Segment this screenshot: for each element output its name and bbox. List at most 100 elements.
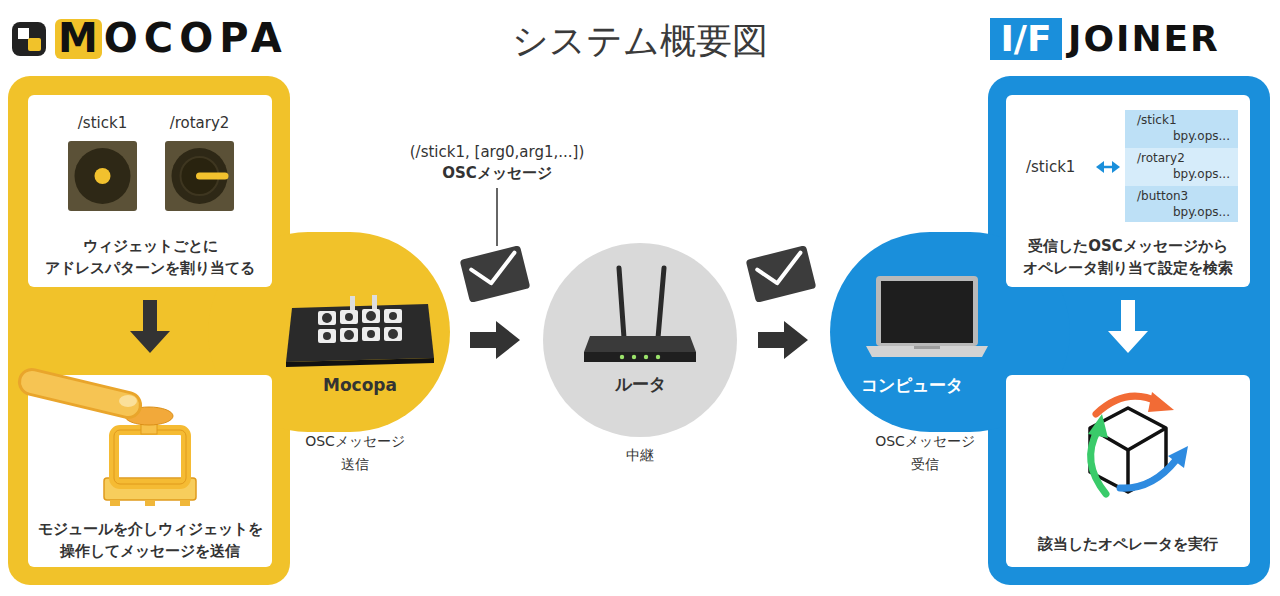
- finger-module-illustration-part: [114, 430, 186, 484]
- finger-module-illustration: [32, 382, 196, 506]
- lookup-double-arrow-part: [1112, 161, 1120, 173]
- mocopa-device-part: [340, 310, 358, 324]
- osc-envelope-part: [470, 253, 520, 287]
- mocopa-device-part: [366, 311, 376, 321]
- osc-envelope-part: [746, 245, 817, 303]
- laptop-icon: [866, 276, 988, 357]
- router-icon-part: [658, 268, 664, 338]
- router-name: ルータ: [543, 373, 737, 395]
- router-circle-fill: [543, 243, 737, 437]
- message-format: (/stick1, [arg0,arg1,...]): [367, 142, 627, 162]
- flow-arrow: [758, 321, 808, 359]
- send-caption: OSCメッセージ 送信: [293, 430, 417, 476]
- step-text: 該当したオペレータを実行: [1014, 533, 1242, 555]
- mocopa-device-part: [367, 330, 375, 338]
- mocopa-device-part: [323, 332, 331, 340]
- mocopa-device-part: [345, 313, 353, 321]
- mocopa-device-part: [322, 313, 332, 323]
- step-box: ウィジェットごとに アドレスパターンを割り当てる/stick1/rotary2: [28, 95, 272, 287]
- router-icon-part: [619, 268, 624, 338]
- router-icon-part: [620, 355, 624, 359]
- mocopa-logo-mark-part: [28, 38, 41, 51]
- stick-widget-face-part: [95, 168, 111, 184]
- mocopa-device-part: [318, 329, 336, 343]
- step-text: ウィジェットごとに アドレスパターンを割り当てる: [36, 235, 264, 279]
- rotary-widget-face-part: [172, 148, 228, 204]
- mocopa-logo-mark-part: [12, 22, 46, 56]
- relay-caption: 中継: [590, 445, 690, 465]
- finger-module-illustration-part: [119, 395, 137, 407]
- osc-envelope-part: [460, 245, 531, 303]
- logo-text: JOINER: [1068, 18, 1268, 60]
- address-pattern: /rotary2: [1137, 151, 1227, 166]
- message-caption: OSCメッセージ: [397, 163, 597, 183]
- mocopa-device-part: [350, 296, 355, 310]
- stick-widget-face-part: [75, 148, 131, 204]
- diagram-title: システム概要図: [440, 18, 840, 64]
- mocopa-logo-mark-part: [55, 19, 102, 59]
- mapping-row: /stick1bpy.ops...: [1125, 110, 1238, 148]
- router-icon-part: [656, 355, 660, 359]
- operator-name: bpy.ops...: [1133, 167, 1230, 182]
- execute-cube-icon-part: [1120, 460, 1176, 488]
- rotary-widget-face: [172, 148, 228, 204]
- address-pattern: /stick1: [1137, 113, 1227, 128]
- mocopa-device-part: [388, 329, 398, 339]
- mocopa-device-part: [318, 311, 336, 325]
- leader-line: [496, 188, 498, 246]
- received-address: /stick1: [1026, 157, 1092, 177]
- execute-cube-icon-part: [1088, 414, 1108, 438]
- mocopa-logo-mark-part: [18, 28, 29, 39]
- mocopa-device: [286, 295, 434, 367]
- mocopa-device-part: [344, 330, 354, 340]
- mocopa-device-part: [286, 304, 434, 362]
- rotary-widget-face-part: [200, 173, 226, 180]
- finger-module-illustration-part: [110, 500, 120, 506]
- laptop-icon-part: [876, 276, 978, 346]
- device-name: コンピュータ: [842, 374, 982, 396]
- step-box: 受信したOSCメッセージから オペレータ割り当て設定を検索/stick1bpy.…: [1006, 95, 1250, 287]
- osc-envelope: [460, 245, 531, 303]
- finger-module-illustration-part: [145, 500, 155, 506]
- mocopa-device-part: [362, 327, 380, 341]
- router-icon: [584, 268, 696, 362]
- operator-name: bpy.ops...: [1133, 205, 1230, 220]
- finger-module-illustration-part: [32, 382, 128, 405]
- mocopa-device-part: [389, 312, 397, 320]
- lookup-double-arrow-part: [1096, 161, 1104, 173]
- laptop-icon-part: [881, 281, 973, 343]
- finger-module-illustration-part: [114, 430, 186, 484]
- logo-text: I/F: [990, 18, 1062, 60]
- execute-cube-icon: [1088, 392, 1188, 494]
- laptop-icon-part: [914, 346, 940, 349]
- device-name: Mocopa: [290, 374, 430, 396]
- router-icon-part: [584, 352, 696, 362]
- stick-widget-face: [75, 148, 131, 204]
- step-text: モジュールを介しウィジェットを 操作してメッセージを送信: [36, 518, 264, 562]
- address-pattern: /stick1: [48, 113, 157, 133]
- router-icon-part: [644, 355, 648, 359]
- lookup-double-arrow: [1096, 161, 1120, 173]
- step-text: 受信したOSCメッセージから オペレータ割り当て設定を検索: [1014, 235, 1242, 279]
- execute-cube-icon-part: [1091, 430, 1106, 494]
- mocopa-device-part: [362, 309, 380, 323]
- mapping-row: /button3bpy.ops...: [1125, 186, 1238, 222]
- execute-cube-icon-part: [1168, 446, 1188, 468]
- router-icon-part: [584, 336, 696, 352]
- mocopa-device-part: [340, 328, 358, 342]
- finger-module-illustration-part: [180, 500, 190, 506]
- osc-envelope: [746, 245, 817, 303]
- osc-envelope-part: [756, 253, 806, 287]
- mocopa-device-part: [372, 295, 377, 309]
- laptop-icon-part: [866, 346, 988, 357]
- mapping-row: /rotary2bpy.ops...: [1125, 148, 1238, 186]
- mocopa-device-part: [384, 327, 402, 341]
- flow-arrow: [470, 321, 520, 359]
- finger-module-illustration-part: [32, 382, 128, 405]
- address-pattern: /rotary2: [145, 113, 254, 133]
- execute-cube-icon-part: [1148, 392, 1174, 412]
- mocopa-device-part: [384, 309, 402, 323]
